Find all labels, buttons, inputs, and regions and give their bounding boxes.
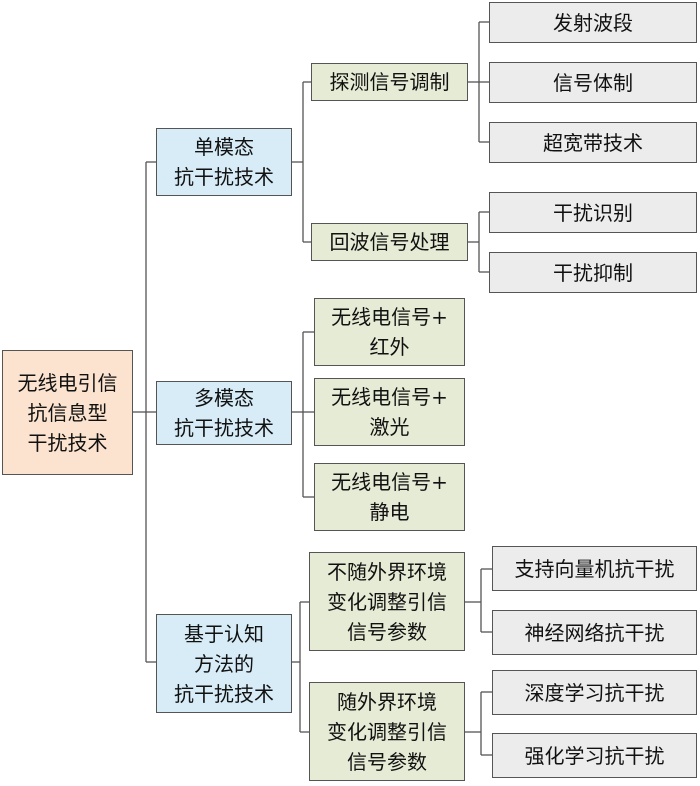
node-radio-infrared: 无线电信号+ 红外 <box>314 298 465 366</box>
leaf-signal-system: 信号体制 <box>489 62 697 103</box>
leaf-deep-learning-anti-jamming: 深度学习抗干扰 <box>492 670 697 715</box>
leaf-svm-anti-jamming: 支持向量机抗干扰 <box>492 546 697 591</box>
leaf-transmit-band: 发射波段 <box>489 2 697 43</box>
leaf-jamming-suppression: 干扰抑制 <box>489 252 697 293</box>
leaf-uwb-technology: 超宽带技术 <box>489 122 697 163</box>
branch-single-modal: 单模态 抗干扰技术 <box>156 128 292 196</box>
root-node: 无线电引信 抗信息型 干扰技术 <box>2 350 133 475</box>
branch-multi-modal: 多模态 抗干扰技术 <box>156 381 292 445</box>
node-probe-signal-modulation: 探测信号调制 <box>311 63 468 101</box>
branch-cognitive: 基于认知 方法的 抗干扰技术 <box>156 614 292 713</box>
node-echo-signal-processing: 回波信号处理 <box>311 223 468 261</box>
leaf-reinforcement-learning-anti-jamming: 强化学习抗干扰 <box>492 733 697 778</box>
leaf-jamming-identification: 干扰识别 <box>489 192 697 233</box>
leaf-neural-network-anti-jamming: 神经网络抗干扰 <box>492 610 697 655</box>
node-non-adaptive-params: 不随外界环境 变化调整引信 信号参数 <box>309 552 465 651</box>
node-radio-electrostatic: 无线电信号+ 静电 <box>314 463 465 531</box>
node-radio-laser: 无线电信号+ 激光 <box>314 378 465 446</box>
node-adaptive-params: 随外界环境 变化调整引信 信号参数 <box>309 682 465 781</box>
